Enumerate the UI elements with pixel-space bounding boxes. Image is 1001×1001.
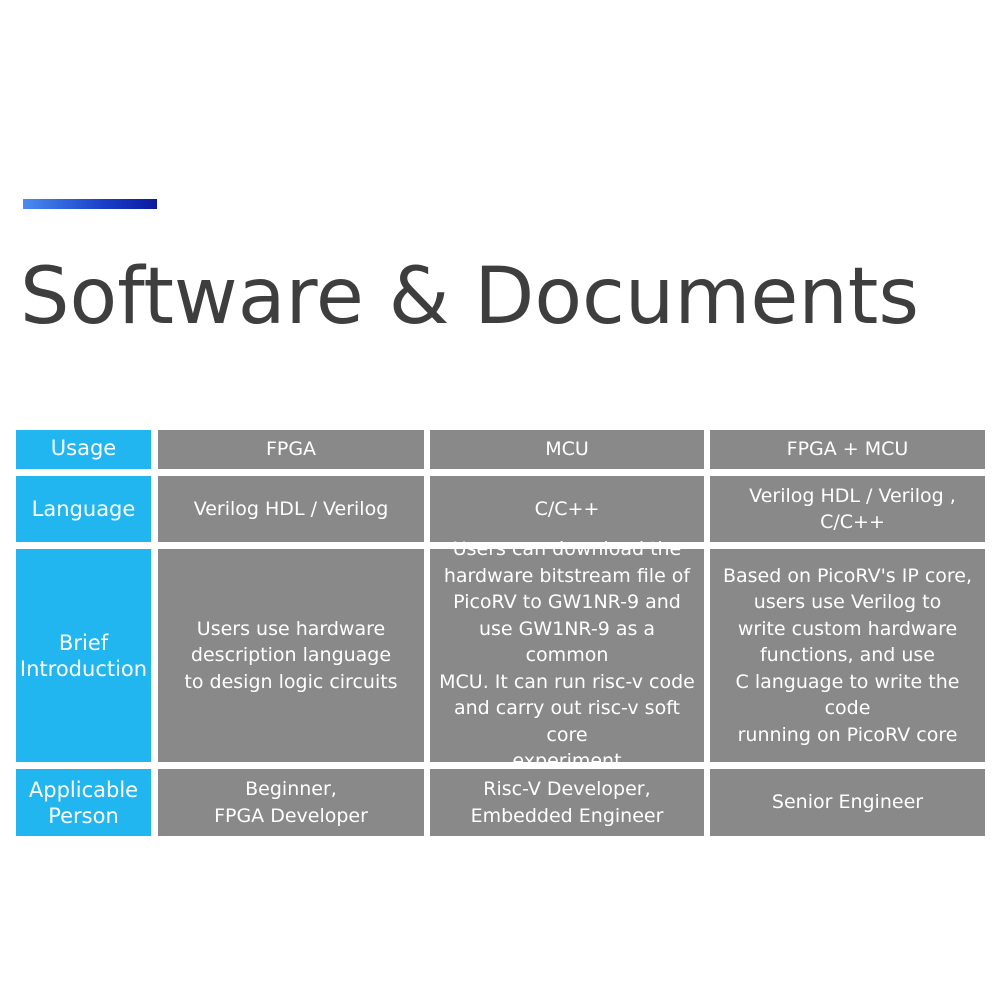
- cell-usage-fpga-mcu: FPGA + MCU: [710, 430, 985, 469]
- row-header-language: Language: [16, 476, 151, 542]
- page-title: Software & Documents: [20, 252, 919, 342]
- cell-intro-fpga: Users use hardware description language …: [158, 549, 424, 762]
- cell-person-mcu: Risc-V Developer, Embedded Engineer: [430, 769, 704, 836]
- row-header-applicable-person: Applicable Person: [16, 769, 151, 836]
- cell-intro-mcu: Users can download the hardware bitstrea…: [430, 538, 704, 772]
- cell-language-fpga: Verilog HDL / Verilog: [158, 476, 424, 542]
- row-header-brief-introduction: Brief Introduction: [16, 549, 151, 762]
- cell-usage-fpga: FPGA: [158, 430, 424, 469]
- row-header-usage: Usage: [16, 430, 151, 469]
- cell-intro-fpga-mcu: Based on PicoRV's IP core, users use Ver…: [710, 549, 985, 762]
- title-accent-bar: [23, 199, 157, 209]
- cell-usage-mcu: MCU: [430, 430, 704, 469]
- cell-person-fpga: Beginner, FPGA Developer: [158, 769, 424, 836]
- cell-language-fpga-mcu: Verilog HDL / Verilog , C/C++: [710, 476, 985, 542]
- cell-person-fpga-mcu: Senior Engineer: [710, 769, 985, 836]
- cell-language-mcu: C/C++: [430, 476, 704, 542]
